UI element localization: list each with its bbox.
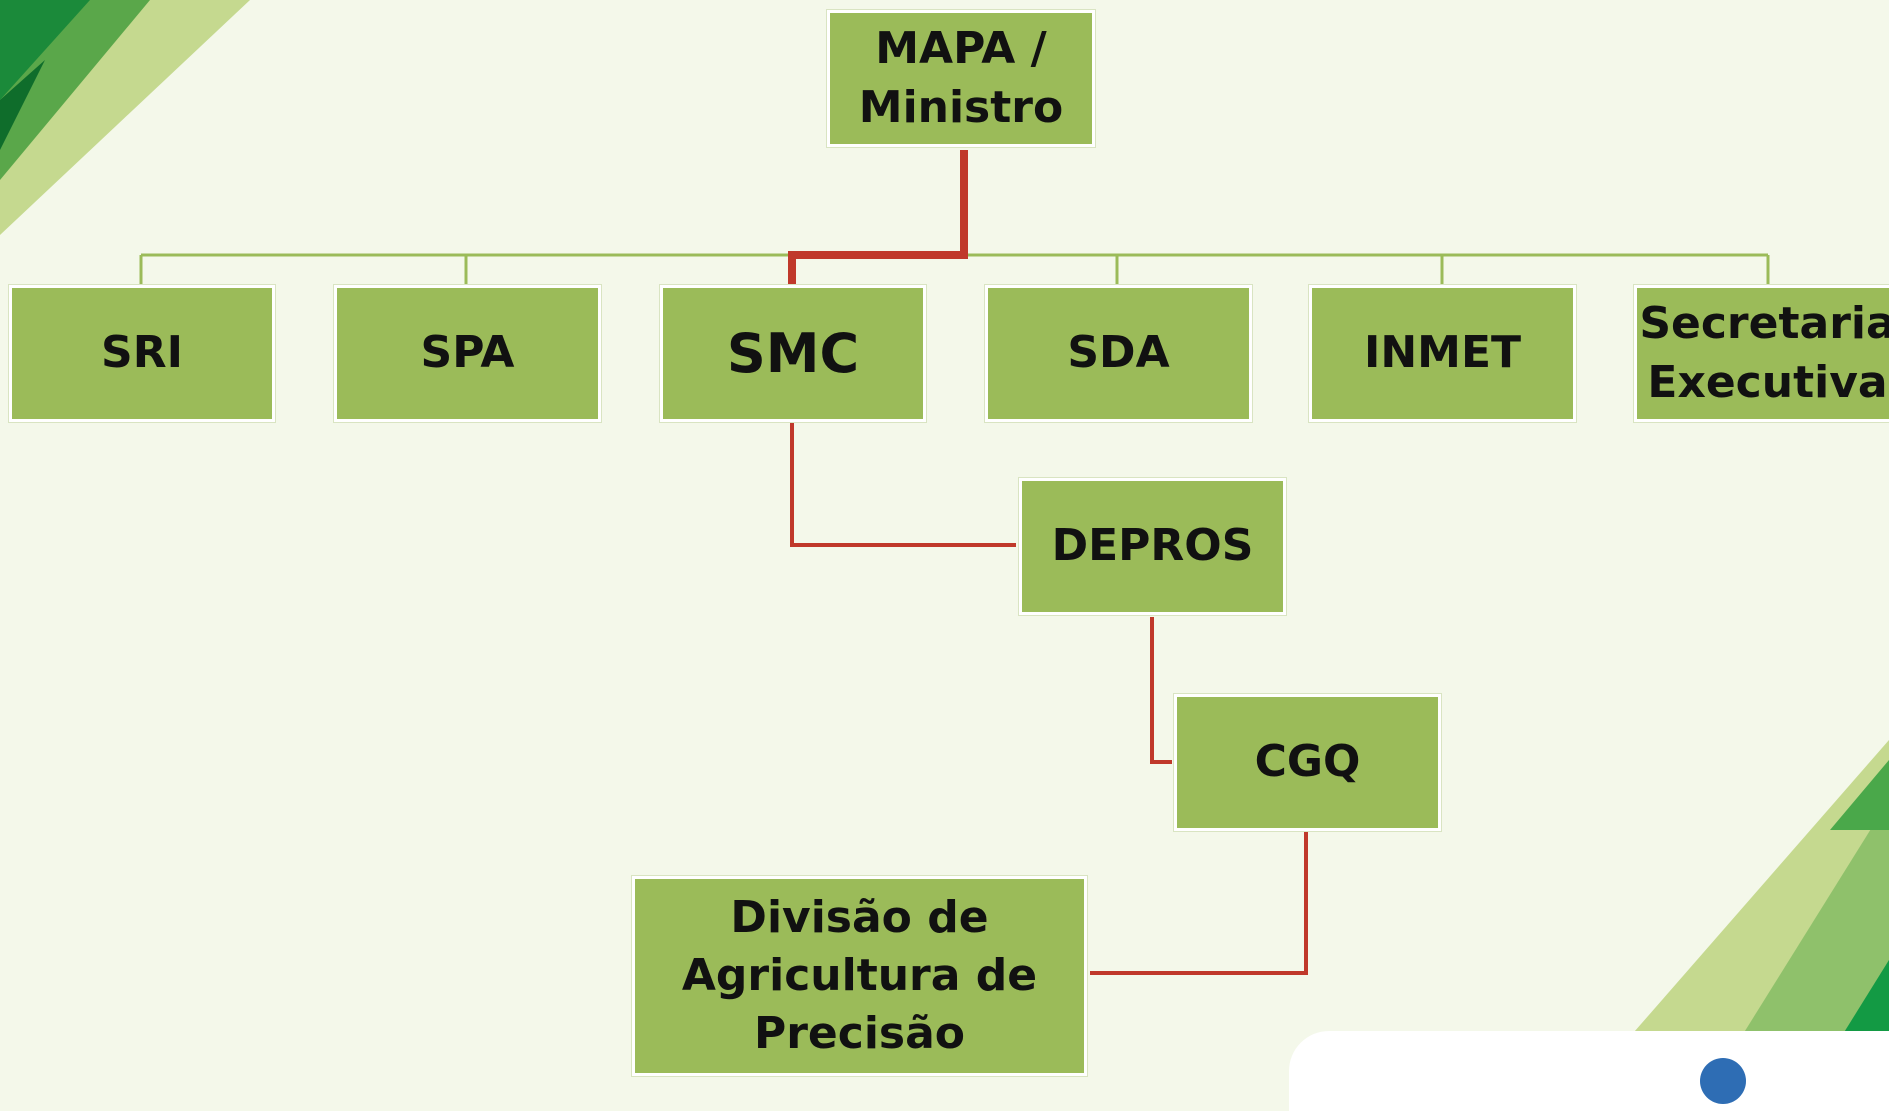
node-divisao-agricultura-precisao: Divisão de Agricultura de Precisão <box>632 876 1087 1076</box>
node-sri: SRI <box>9 285 275 422</box>
node-sda: SDA <box>985 285 1252 422</box>
connector-smc-depros <box>790 422 1016 547</box>
connector-root-smc <box>788 150 968 285</box>
node-inmet: INMET <box>1309 285 1576 422</box>
bottom-right-accent-triangle <box>1830 760 1889 830</box>
node-secretaria-executiva: Secretaria Executiva <box>1634 285 1889 422</box>
highlight-connectors <box>788 150 1308 975</box>
bottom-white-panel <box>1289 1031 1889 1111</box>
primary-connectors <box>139 253 1770 285</box>
connector-cgq-division <box>1090 832 1308 975</box>
node-cgq: CGQ <box>1174 694 1441 831</box>
node-smc: SMC <box>660 285 926 422</box>
top-left-dark-triangle <box>0 0 90 100</box>
connector-depros-cgq <box>1150 617 1172 764</box>
node-spa: SPA <box>334 285 601 422</box>
node-mapa-ministro: MAPA / Ministro <box>827 10 1095 147</box>
top-left-shade-triangle <box>0 60 45 150</box>
node-depros: DEPROS <box>1019 478 1286 615</box>
partial-logo-icon <box>1700 1058 1746 1104</box>
bottom-right-mid-triangle <box>1720 800 1889 1071</box>
